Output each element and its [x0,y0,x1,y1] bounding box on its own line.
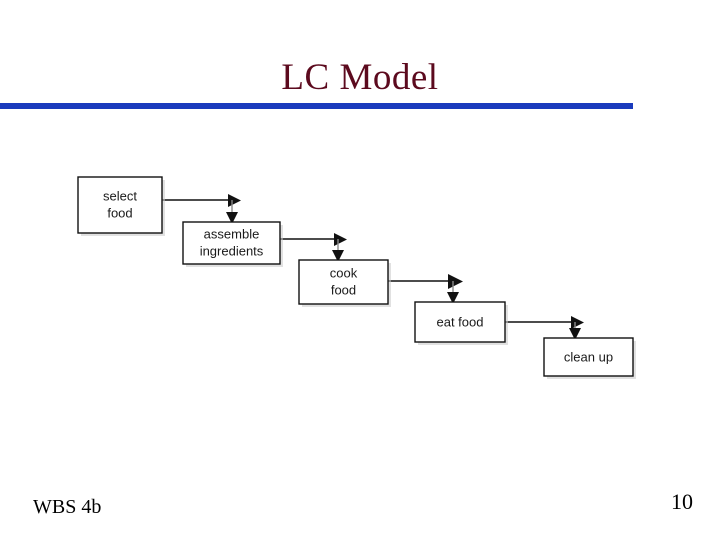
flow-step-assemble-ingredients[interactable]: assemble ingredients [182,221,283,267]
flow-step-label: ingredients [200,243,264,258]
connector-eat-food-to-clean-up [505,316,584,340]
flow-step-label: clean up [564,349,613,364]
connector-cook-food-to-eat-food [388,274,463,304]
flow-step-cook-food[interactable]: cook food [298,259,391,307]
flow-step-label: food [107,205,132,220]
connector-assemble-ingredients-to-cook-food [280,233,347,262]
footer-label: WBS 4b [33,496,102,518]
page-title: LC Model [281,57,439,98]
flow-step-label: cook [330,265,358,280]
flow-step-label: assemble [204,226,260,241]
flow-step-label: select [103,188,137,203]
flow-step-clean-up[interactable]: clean up [543,337,636,379]
flow-step-label: eat food [437,314,484,329]
connector-select-food-to-assemble-ingredients [162,194,241,224]
page-number: 10 [671,489,693,514]
flow-step-select-food[interactable]: select food [77,176,165,236]
title-divider-rule [0,103,633,109]
flow-step-label: food [331,282,356,297]
flow-step-eat-food[interactable]: eat food [414,301,508,345]
